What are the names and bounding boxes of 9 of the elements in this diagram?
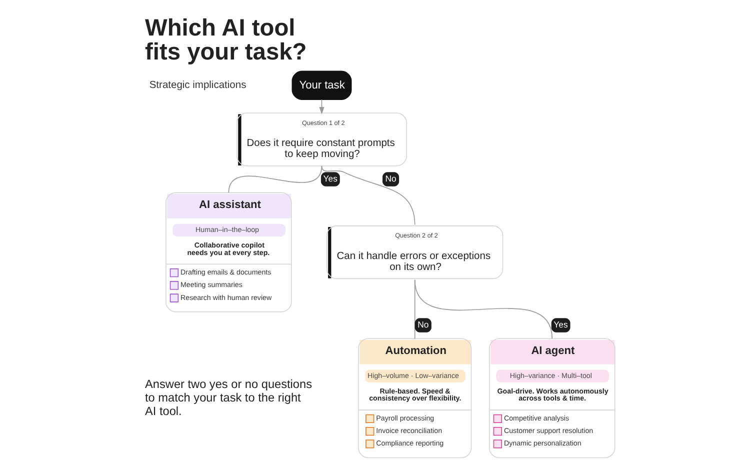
node-box: Your task <box>292 70 352 100</box>
diagram-title: Which AI tool fits your task? <box>145 16 307 66</box>
edge-label: Yes <box>323 173 338 184</box>
label: Strategic implications <box>149 80 246 92</box>
edge-label: Yes <box>554 319 568 330</box>
edge-label: No <box>418 319 429 330</box>
caption: Answer two yes or no questions to match your task to the right AI tool. <box>145 376 312 418</box>
connector <box>228 165 322 194</box>
edge-label: No <box>385 173 396 184</box>
